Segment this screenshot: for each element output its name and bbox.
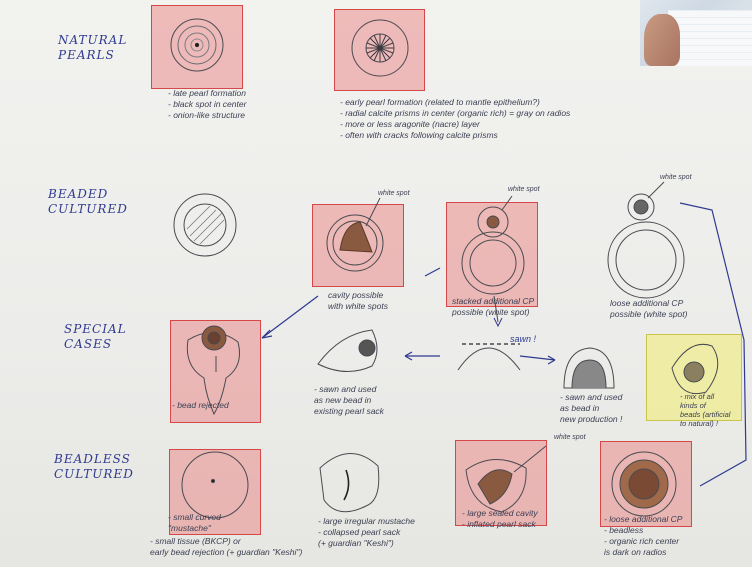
note-loose-beadless: - loose additional CP- beadless- organic… (604, 514, 682, 558)
beaded-pearl-sketch (174, 194, 236, 256)
note-natural-right: - early pearl formation (related to mant… (340, 97, 570, 141)
note-white-spot-cavity: white spot (378, 188, 410, 199)
inset-photo-thumbnail (640, 0, 752, 66)
note-large-irregular: - large irregular mustache- collapsed pe… (318, 516, 415, 549)
heading-beadless-cultured: BEADLESS CULTURED (54, 452, 128, 482)
note-white-spot-stacked: white spot (508, 184, 540, 195)
note-white-spot-loose: white spot (660, 172, 692, 183)
note-white-spot-beadless: white spot (554, 432, 586, 443)
note-large-cavity: - large sealed cavity- inflated pearl sa… (462, 508, 538, 530)
note-bead-rejected: - bead rejected (172, 400, 229, 411)
heading-beaded-cultured: BEADED CULTURED (48, 187, 118, 217)
notepad-image (668, 10, 752, 66)
heading-special-cases: SPECIAL CASES (64, 322, 124, 352)
note-natural-left: - late pearl formation- black spot in ce… (168, 88, 246, 121)
hand-image (644, 14, 680, 66)
heading-natural-pearls: NATURAL PEARLS (58, 33, 128, 63)
note-sawn: sawn ! (510, 334, 536, 345)
note-small-curved: - small curved"mustache" (168, 512, 221, 534)
